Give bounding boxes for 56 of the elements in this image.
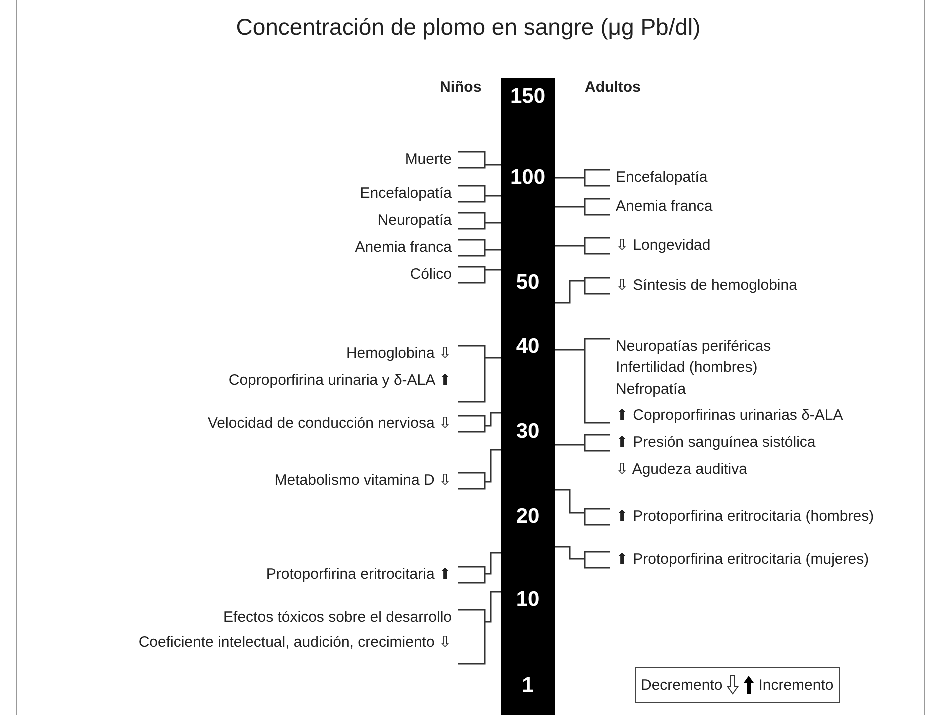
bracket-connector bbox=[457, 151, 502, 169]
bracket-connector bbox=[457, 212, 502, 230]
scale-value: 40 bbox=[515, 335, 541, 359]
effect-label: Protoporfirina eritrocitaria ⬆ bbox=[60, 565, 458, 585]
legend-text: Decremento bbox=[641, 676, 723, 694]
bracket-connector bbox=[457, 345, 502, 403]
bracket-connector bbox=[457, 266, 502, 284]
scale-bar bbox=[501, 78, 555, 715]
scale-value: 50 bbox=[515, 271, 541, 295]
effect-label: ⇩ Síntesis de hemoglobina bbox=[610, 276, 920, 296]
effect-label: Muerte bbox=[60, 150, 458, 170]
effect-label: ⬆ Presión sanguínea sistólica bbox=[616, 433, 816, 453]
effect-label: Efectos tóxicos sobre el desarrollo bbox=[224, 608, 452, 628]
effect-label: ⬆ Protoporfirina eritrocitaria (hombres) bbox=[610, 507, 920, 527]
scale-value: 20 bbox=[515, 505, 541, 529]
effect-label: Metabolismo vitamina D ⇩ bbox=[60, 471, 458, 491]
bracket-connector bbox=[457, 239, 502, 257]
effect-label: ⬆ Coproporfirinas urinarias δ-ALA bbox=[616, 406, 844, 426]
effect-label: Anemia franca bbox=[60, 238, 458, 258]
bracket-connector bbox=[554, 338, 611, 424]
bracket-connector bbox=[457, 185, 502, 203]
bracket-connector bbox=[554, 489, 611, 526]
effect-label: ⇩ Agudeza auditiva bbox=[616, 460, 748, 480]
bracket-connector bbox=[554, 169, 611, 187]
effect-label: Neuropatía bbox=[60, 211, 458, 231]
effect-label: Encefalopatía bbox=[610, 168, 920, 188]
effect-label: Anemia franca bbox=[610, 197, 920, 217]
effect-label: Infertilidad (hombres) bbox=[616, 358, 758, 378]
effect-label: ⬆ Protoporfirina eritrocitaria (mujeres) bbox=[610, 550, 920, 570]
effect-label: Cólico bbox=[60, 265, 458, 285]
bracket-connector bbox=[457, 412, 502, 433]
scale-value: 1 bbox=[521, 674, 535, 698]
bracket-connector bbox=[457, 552, 502, 584]
effect-label: Nefropatía bbox=[616, 380, 686, 400]
bracket-connector bbox=[554, 237, 611, 255]
column-heading: Niños bbox=[440, 79, 482, 96]
effect-label: Neuropatías periféricas bbox=[616, 337, 772, 357]
diagram-title: Concentración de plomo en sangre (μg Pb/dl) bbox=[235, 14, 702, 41]
effect-label: Coproporfirina urinaria y δ-ALA ⬆ bbox=[228, 371, 452, 391]
effect-label: Coeficiente intelectual, audición, crecimiento ⇩ bbox=[138, 633, 452, 653]
effect-label: Hemoglobina ⇩ bbox=[346, 344, 452, 364]
scale-value: 30 bbox=[515, 420, 541, 444]
column-heading: Adultos bbox=[585, 79, 641, 96]
bracket-connector bbox=[457, 449, 502, 490]
effect-label: Encefalopatía bbox=[60, 184, 458, 204]
bracket-connector bbox=[554, 277, 611, 304]
scale-value: 150 bbox=[509, 85, 547, 109]
bracket-connector bbox=[554, 434, 611, 452]
scale-value: 10 bbox=[515, 588, 541, 612]
bracket-connector bbox=[457, 591, 502, 665]
scale-value: 100 bbox=[509, 166, 547, 190]
bracket-connector bbox=[554, 198, 611, 216]
effect-label: Velocidad de conducción nerviosa ⇩ bbox=[60, 414, 458, 434]
bracket-connector bbox=[554, 546, 611, 569]
effect-label: ⇩ Longevidad bbox=[610, 236, 920, 256]
legend-text: Incremento bbox=[758, 676, 834, 694]
